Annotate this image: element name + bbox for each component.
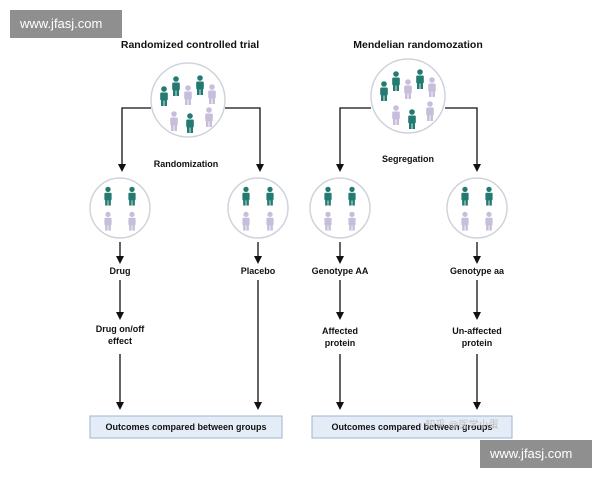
person-icon [160,86,168,106]
right-population-circle [370,58,446,134]
person-icon [426,101,434,121]
placebo-group-circle [227,177,289,239]
person-icon [196,75,204,95]
drug-group-circle [89,177,151,239]
person-icon [242,211,250,231]
right-split-connector-left [336,107,371,172]
left-outcome-text: Outcomes compared between groups [105,422,266,432]
person-icon [485,186,493,206]
person-icon [266,211,274,231]
person-icon [128,186,136,206]
person-icon [184,85,192,105]
person-icon [380,81,388,101]
left-population-circle [150,62,226,138]
person-icon [324,186,332,206]
person-icon [408,109,416,129]
watermark-bottom: www.jfasj.com [480,440,592,468]
right-split-label: Segregation [382,154,434,164]
drug-label: Drug [110,266,131,276]
person-icon [266,186,274,206]
drug-effect-line1: Drug on/off [96,324,145,334]
person-icon [416,69,424,89]
person-icon [205,107,213,127]
person-icon [208,84,216,104]
right-outcome-box [311,415,513,439]
person-icon [186,113,194,133]
person-icon [324,211,332,231]
person-icon [128,211,136,231]
person-icon [461,211,469,231]
left-split-connector-right [225,107,264,172]
person-icon [392,105,400,125]
person-icon [348,186,356,206]
person-icon [392,71,400,91]
placebo-label: Placebo [241,266,276,276]
genotype-AA-label: Genotype AA [312,266,369,276]
person-icon [104,211,112,231]
left-split-label: Randomization [154,159,219,169]
person-icon [170,111,178,131]
person-icon [461,186,469,206]
person-icon [348,211,356,231]
left-outcome-box [89,415,283,439]
unaffected-protein-line2: protein [462,338,493,348]
unaffected-protein-line1: Un-affected [452,326,502,336]
affected-protein-line1: Affected [322,326,358,336]
inline-watermark: 知乎 @医学小蛋 [425,418,498,431]
person-icon [428,77,436,97]
genotype-aa-label: Genotype aa [450,266,505,276]
genotype-aa-upper-circle [309,177,371,239]
left-split-connector [118,107,151,172]
left-title: Randomized controlled trial [121,39,259,51]
person-icon [404,79,412,99]
person-icon [485,211,493,231]
person-icon [242,186,250,206]
affected-protein-line2: protein [325,338,356,348]
genotype-aa-lower-circle [446,177,508,239]
drug-effect-line2: effect [108,336,132,346]
right-title: Mendelian randomozation [353,39,483,51]
watermark-top: www.jfasj.com [10,10,122,38]
person-icon [172,76,180,96]
right-outcome-text: Outcomes compared between groups [331,422,492,432]
person-icon [104,186,112,206]
right-split-connector-right [445,107,481,172]
